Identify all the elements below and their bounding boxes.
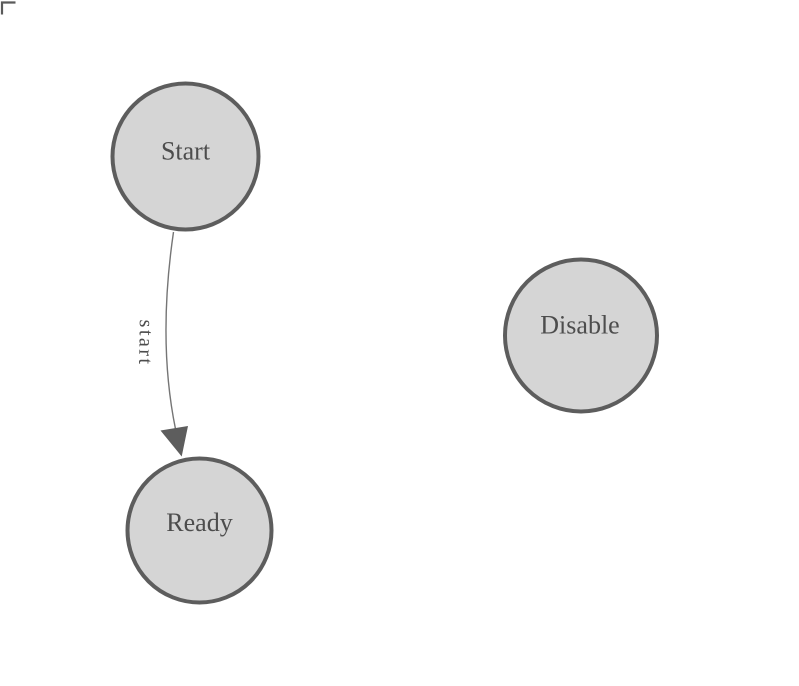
state-circle (503, 257, 659, 414)
state-circle (125, 456, 274, 605)
state-circle (110, 81, 261, 232)
state-label: Start (161, 137, 211, 166)
state-label: Ready (166, 508, 232, 537)
state-node-ready[interactable]: Ready (125, 456, 274, 605)
edge-arrowhead-icon (160, 426, 188, 457)
edge-label: start (134, 319, 157, 366)
state-node-disable[interactable]: Disable (503, 257, 659, 414)
edge-path (165, 231, 177, 430)
edge-start-to-ready[interactable]: start (134, 231, 188, 457)
state-node-start[interactable]: Start (110, 81, 261, 232)
state-label: Disable (540, 311, 619, 340)
paper-corner-mark-icon (0, 1, 16, 15)
